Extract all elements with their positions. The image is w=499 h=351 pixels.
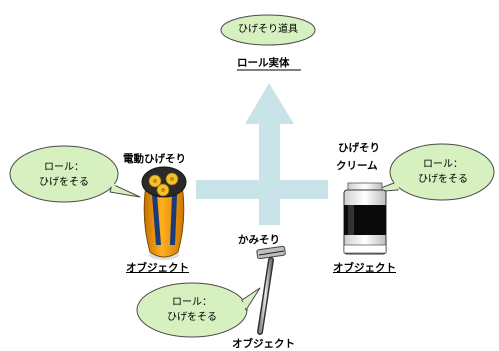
cream-name-line1: ひげそり — [338, 142, 380, 154]
shaver-bubble-shape — [9, 145, 141, 203]
cream-object-label: オブジェクト — [333, 262, 396, 274]
shaving-cream-can-icon — [343, 182, 387, 255]
cream-name-line2: クリーム — [336, 160, 378, 172]
razor-object-label: オブジェクト — [232, 338, 295, 350]
center-label: ロール実体 — [237, 57, 290, 69]
shaver-bubble-line2: ひげをそる — [39, 177, 89, 188]
cream-bubble-text: ロール： ひげをそる — [392, 157, 494, 187]
shaver-name: 電動ひげそり — [123, 153, 186, 165]
razor-bubble-text: ロール： ひげをそる — [138, 295, 246, 325]
up-arrow-head — [245, 83, 294, 180]
razor-bubble-shape — [136, 282, 261, 338]
razor-bubble-line2: ひげをそる — [167, 312, 217, 323]
shaver-object-label: オブジェクト — [126, 262, 189, 274]
electric-shaver-icon — [141, 166, 187, 260]
center-bubble-text: ひげそり道具 — [238, 24, 298, 35]
cream-bubble-line2: ひげをそる — [418, 174, 468, 185]
shaver-bubble-text: ロール： ひげをそる — [12, 160, 116, 190]
cream-bubble-line1: ロール： — [423, 159, 463, 170]
shaver-bubble-line1: ロール： — [44, 162, 84, 173]
razor-name: かみそり — [238, 234, 280, 246]
vertical-stem-lower — [259, 180, 280, 225]
razor-icon — [256, 245, 286, 335]
razor-bubble-line1: ロール： — [172, 297, 212, 308]
arrow-cross — [196, 83, 328, 225]
center-bubble-shape — [220, 14, 316, 46]
